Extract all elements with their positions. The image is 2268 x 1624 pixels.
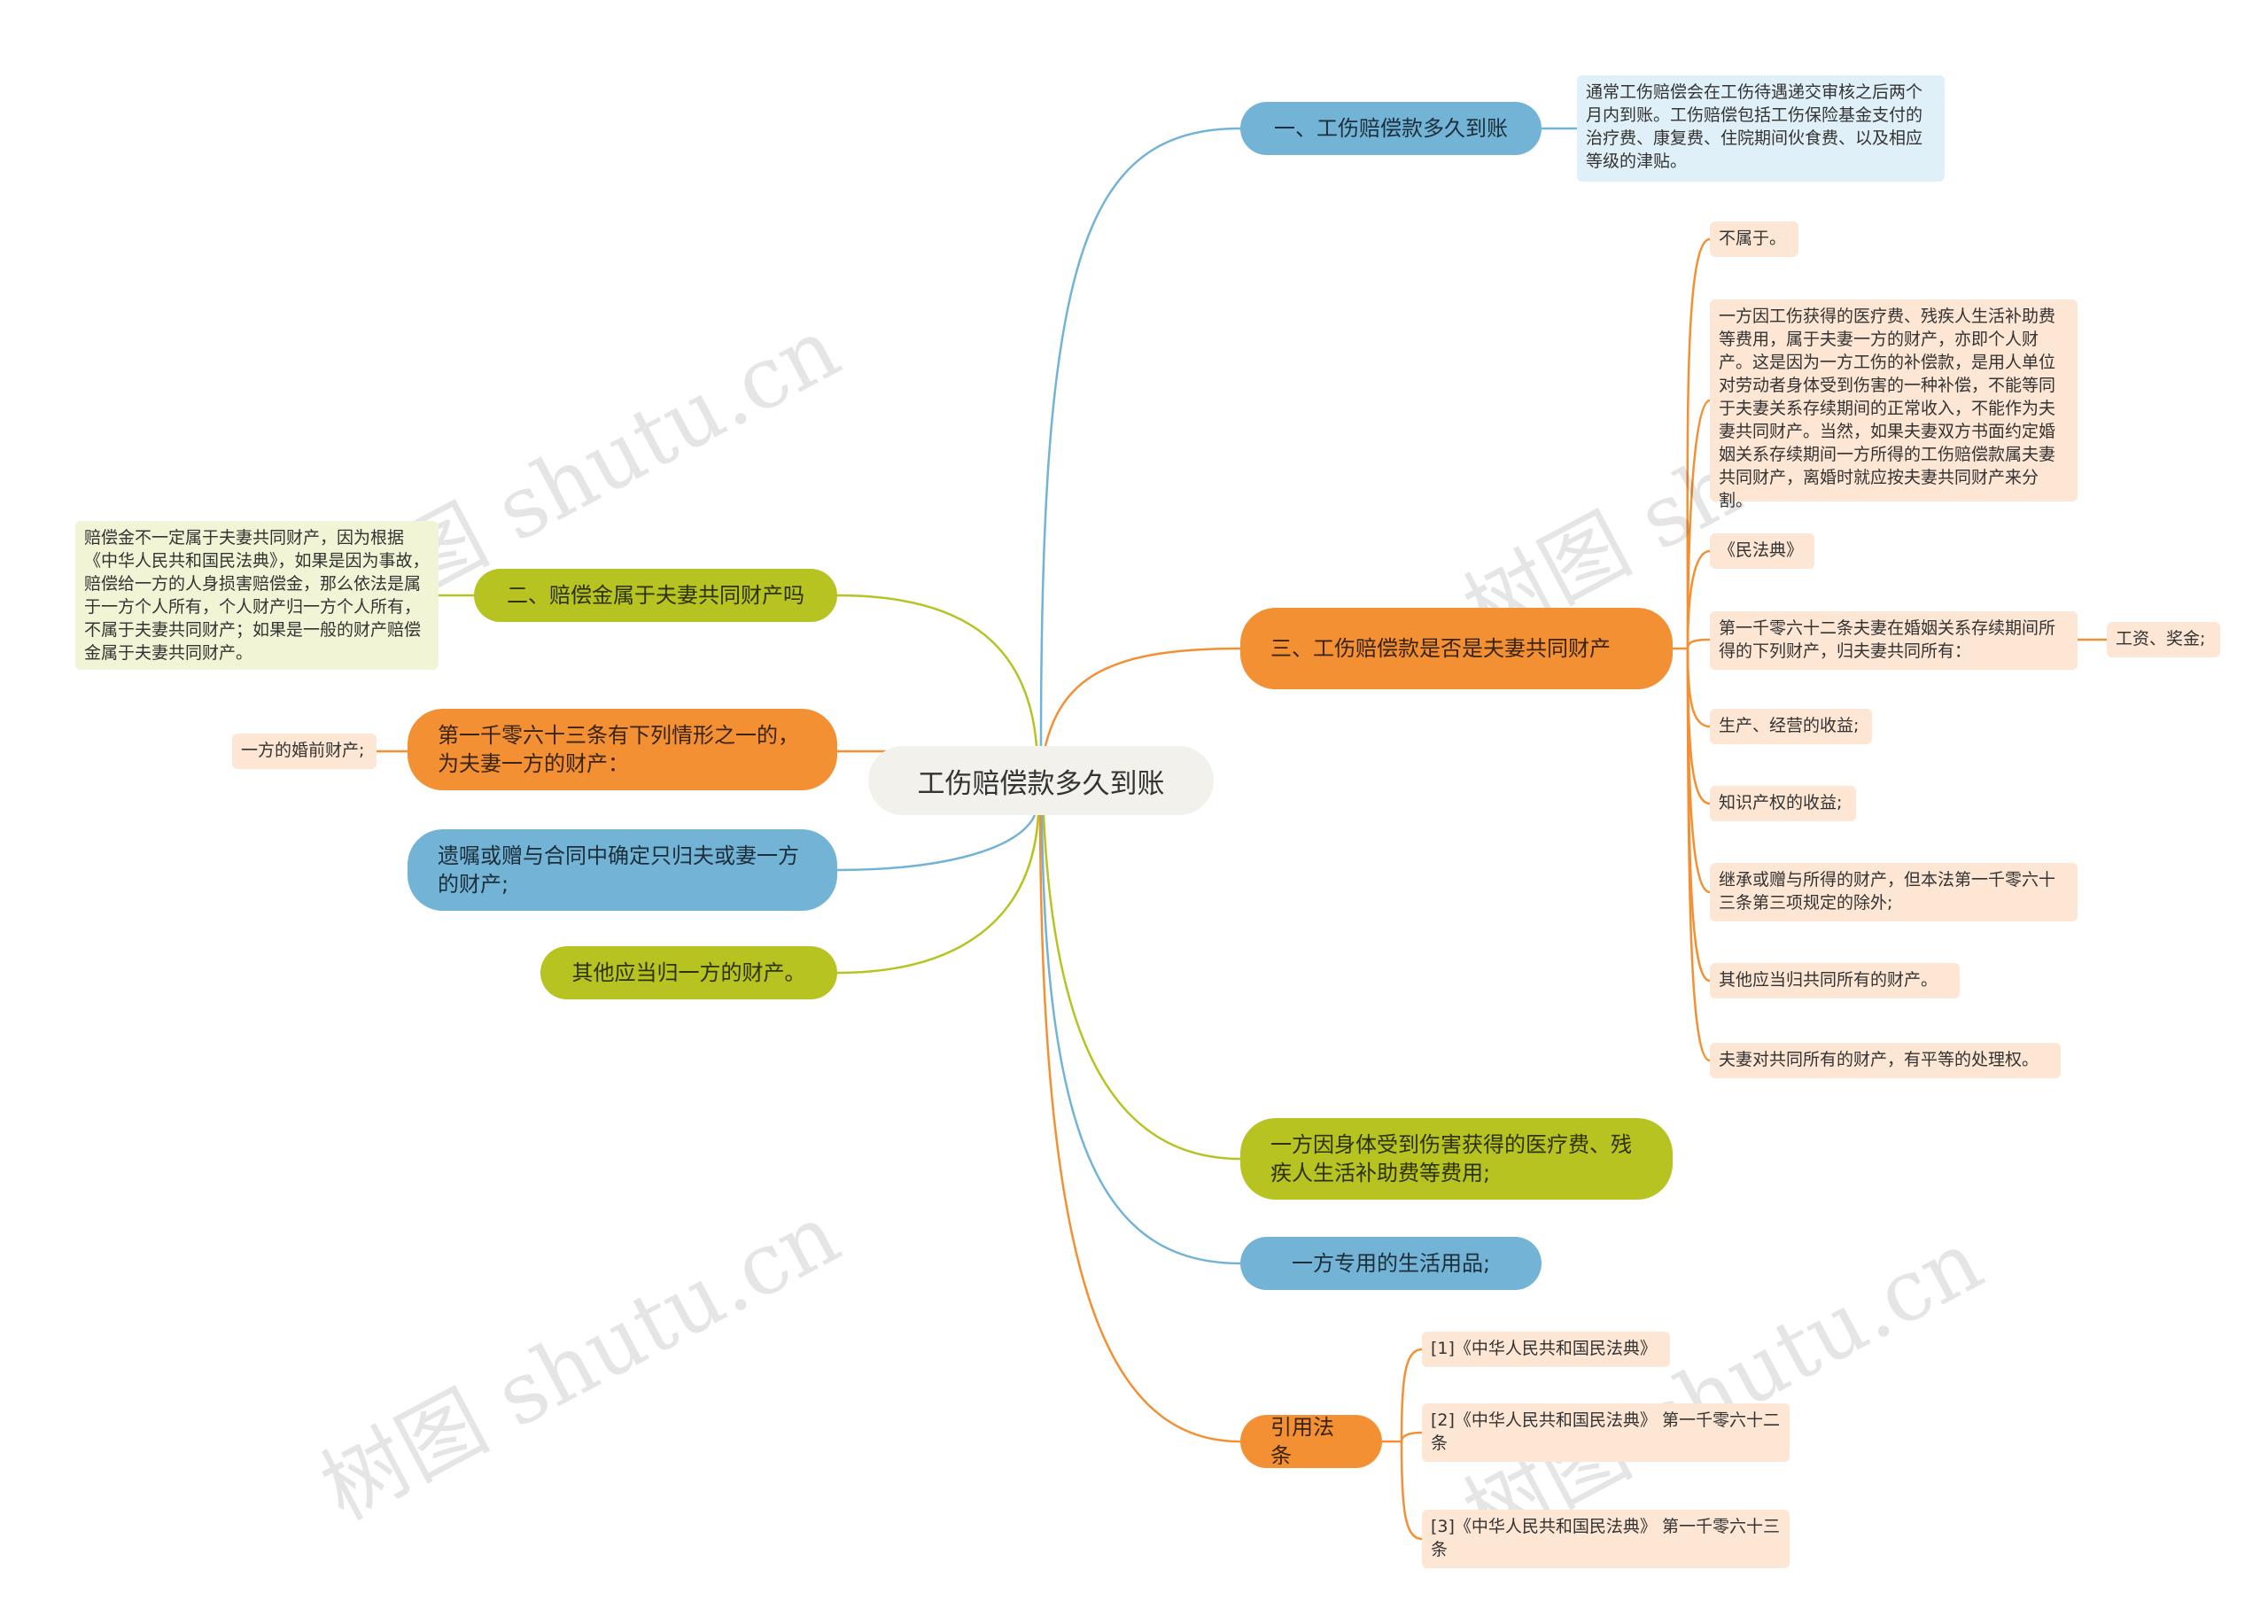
leaf-text: 《民法典》 <box>1719 540 1804 560</box>
leaf-b3-item[interactable]: 夫妻对共同所有的财产，有平等的处理权。 <box>1710 1043 2061 1078</box>
leaf-text: [1]《中华人民共和国民法典》 <box>1431 1339 1657 1358</box>
branch-label: 三、工伤赔偿款是否是夫妻共同财产 <box>1270 636 1611 661</box>
leaf-b3-item[interactable]: 知识产权的收益; <box>1710 786 1856 821</box>
branch-label: 遗嘱或赠与合同中确定只归夫或妻一方的财产; <box>438 843 799 897</box>
branch-label: 其他应当归一方的财产。 <box>571 960 806 985</box>
leaf-text: 工资、奖金; <box>2116 629 2206 649</box>
branch-b7[interactable]: 一方因身体受到伤害获得的医疗费、残疾人生活补助费等费用; <box>1240 1118 1673 1200</box>
link-b6 <box>836 814 1040 975</box>
leaf-b9-item[interactable]: [2]《中华人民共和国民法典》 第一千零六十二条 <box>1422 1403 1790 1462</box>
link-b7 <box>1042 814 1241 1161</box>
link-b9 <box>1038 814 1241 1443</box>
branch-label: 二、赔偿金属于夫妻共同财产吗 <box>507 583 804 608</box>
branch-b6[interactable]: 其他应当归一方的财产。 <box>540 946 837 999</box>
leaf-b1-text[interactable]: 通常工伤赔偿会在工伤待遇递交审核之后两个月内到账。工伤赔偿包括工伤保险基金支付的… <box>1577 75 1945 182</box>
leaf-b4-text[interactable]: 一方的婚前财产; <box>232 734 377 769</box>
leaf-b3-item[interactable]: 继承或赠与所得的财产，但本法第一千零六十三条第三项规定的除外; <box>1710 863 2078 921</box>
leaf-text: 一方因工伤获得的医疗费、残疾人生活补助费等费用，属于夫妻一方的财产，亦即个人财产… <box>1719 307 2056 510</box>
leaf-text: 一方的婚前财产; <box>241 741 365 760</box>
leaf-text: 知识产权的收益; <box>1719 793 1843 812</box>
leaf-text: 继承或赠与所得的财产，但本法第一千零六十三条第三项规定的除外; <box>1719 870 2056 913</box>
leaf-b2-text[interactable]: 赔偿金不一定属于夫妻共同财产，因为根据《中华人民共和国民法典》，如果是因为事故，… <box>75 521 439 670</box>
leaf-text: 其他应当归共同所有的财产。 <box>1719 970 1938 990</box>
link-b1 <box>1039 127 1241 747</box>
leaf-b9-item[interactable]: [1]《中华人民共和国民法典》 <box>1422 1332 1670 1367</box>
branch-label: 一方因身体受到伤害获得的医疗费、残疾人生活补助费等费用; <box>1270 1132 1632 1185</box>
link-b5 <box>836 814 1037 872</box>
branch-b5[interactable]: 遗嘱或赠与合同中确定只归夫或妻一方的财产; <box>408 829 837 911</box>
leaf-b9-item[interactable]: [3]《中华人民共和国民法典》 第一千零六十三条 <box>1422 1510 1790 1568</box>
root-topic-label: 工伤赔偿款多久到账 <box>917 767 1165 800</box>
branch-label: 引用法条 <box>1270 1415 1334 1468</box>
leaf-b3-item[interactable]: 不属于。 <box>1710 221 1798 257</box>
leaf-text: 夫妻对共同所有的财产，有平等的处理权。 <box>1719 1050 2039 1069</box>
branch-label: 第一千零六十三条有下列情形之一的，为夫妻一方的财产： <box>438 723 799 776</box>
leaf-text: 不属于。 <box>1719 229 1787 248</box>
leaf-b3-item[interactable]: 其他应当归共同所有的财产。 <box>1710 963 1960 998</box>
branch-label: 一方专用的生活用品; <box>1291 1251 1491 1276</box>
branch-b1[interactable]: 一、工伤赔偿款多久到账 <box>1240 102 1542 155</box>
leaf-b3-item[interactable]: 第一千零六十二条夫妻在婚姻关系存续期间所得的下列财产，归夫妻共同所有： <box>1710 611 2078 670</box>
link-b3 <box>1044 647 1241 747</box>
branch-b2[interactable]: 二、赔偿金属于夫妻共同财产吗 <box>474 569 837 622</box>
leaf-b3-item[interactable]: 一方因工伤获得的医疗费、残疾人生活补助费等费用，属于夫妻一方的财产，亦即个人财产… <box>1710 299 2078 510</box>
leaf-b3-item[interactable]: 《民法典》 <box>1710 533 1814 569</box>
root-topic[interactable]: 工伤赔偿款多久到账 <box>868 746 1214 815</box>
branch-label: 一、工伤赔偿款多久到账 <box>1274 116 1508 141</box>
leaf-text: 赔偿金不一定属于夫妻共同财产，因为根据《中华人民共和国民法典》，如果是因为事故，… <box>84 528 430 663</box>
branch-b9[interactable]: 引用法条 <box>1240 1415 1382 1468</box>
leaf-text: [3]《中华人民共和国民法典》 第一千零六十三条 <box>1431 1517 1780 1559</box>
leaf-text: [2]《中华人民共和国民法典》 第一千零六十二条 <box>1431 1410 1780 1453</box>
branch-b4[interactable]: 第一千零六十三条有下列情形之一的，为夫妻一方的财产： <box>408 709 837 790</box>
leaf-text: 通常工伤赔偿会在工伤待遇递交审核之后两个月内到账。工伤赔偿包括工伤保险基金支付的… <box>1586 82 1923 171</box>
link-b2 <box>836 594 1038 747</box>
branch-b3[interactable]: 三、工伤赔偿款是否是夫妻共同财产 <box>1240 608 1673 689</box>
leaf-b3-item[interactable]: 生产、经营的收益; <box>1710 709 1872 744</box>
leaf-b3-sub[interactable]: 工资、奖金; <box>2107 622 2220 657</box>
leaf-text: 第一千零六十二条夫妻在婚姻关系存续期间所得的下列财产，归夫妻共同所有： <box>1719 618 2056 661</box>
leaf-text: 生产、经营的收益; <box>1719 716 1860 735</box>
branch-b8[interactable]: 一方专用的生活用品; <box>1240 1237 1542 1290</box>
link-b8 <box>1040 814 1241 1265</box>
